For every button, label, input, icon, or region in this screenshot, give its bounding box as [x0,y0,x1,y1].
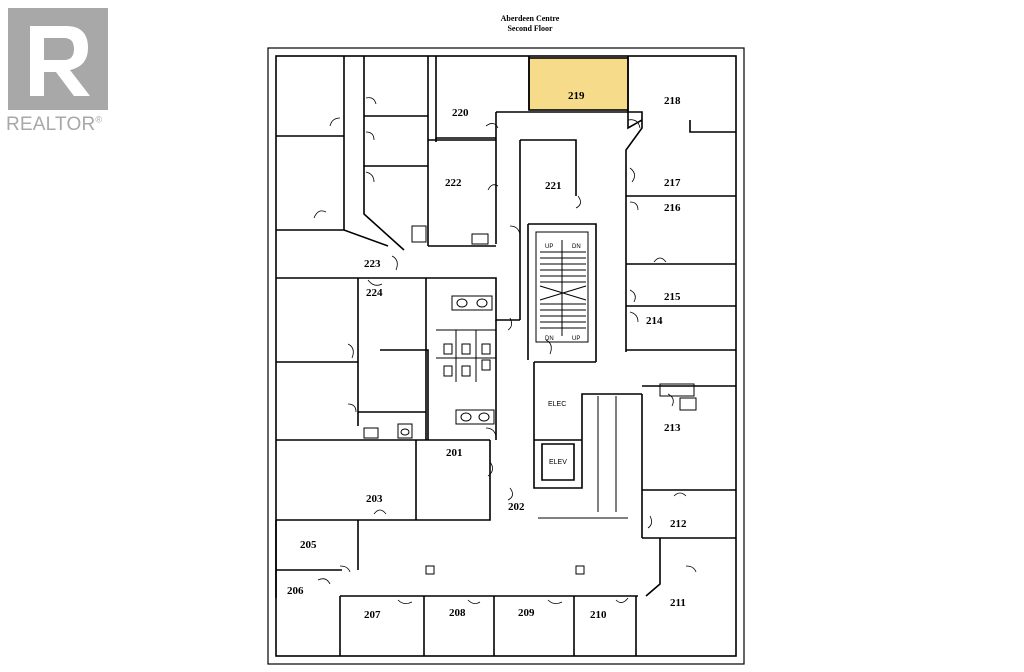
room-212-label: 212 [670,518,687,530]
realtor-r-icon [8,8,108,110]
room-224-label: 224 [366,287,383,299]
washrooms [363,225,697,575]
floor-name: Second Floor [507,24,553,33]
room-222-label: 222 [445,177,462,189]
suite-219-highlight [528,57,629,111]
room-214-label: 214 [646,315,663,327]
room-211-label: 211 [670,597,686,609]
stair-dn-label: DN [572,244,581,250]
room-201-label: 201 [446,447,463,459]
room-215-label: 215 [664,291,681,303]
room-213-label: 213 [664,422,681,434]
outer-walls [267,47,745,665]
room-203-label: 203 [366,493,383,505]
room-207-label: 207 [364,609,381,621]
room-218-label: 218 [664,95,681,107]
stair-up-label-2: UP [572,336,580,342]
stair-up-label: UP [545,244,553,250]
room-labels: 219 218 220 221 222 217 216 215 214 223 … [287,90,687,621]
elec-label: ELEC [548,401,566,408]
room-221-label: 221 [545,180,562,192]
realtor-wordmark: REALTOR® [6,114,103,135]
stair-dn-label-2: DN [545,336,554,342]
plan-title: Aberdeen Centre Second Floor [420,14,640,34]
room-205-label: 205 [300,539,317,551]
room-208-label: 208 [449,607,466,619]
room-209-label: 209 [518,607,535,619]
room-206-label: 206 [287,585,304,597]
room-219-label: 219 [568,90,585,102]
room-217-label: 217 [664,177,681,189]
realtor-logo: REALTOR® [0,0,128,140]
building-name: Aberdeen Centre [500,14,560,23]
stairwell: UP DN DN UP [535,231,589,343]
elev-label: ELEV [549,459,567,466]
room-223-label: 223 [364,258,381,270]
room-202-label: 202 [508,501,525,513]
room-216-label: 216 [664,202,681,214]
doors [313,97,697,604]
room-210-label: 210 [590,609,607,621]
interior-walls [275,56,736,656]
room-220-label: 220 [452,107,469,119]
